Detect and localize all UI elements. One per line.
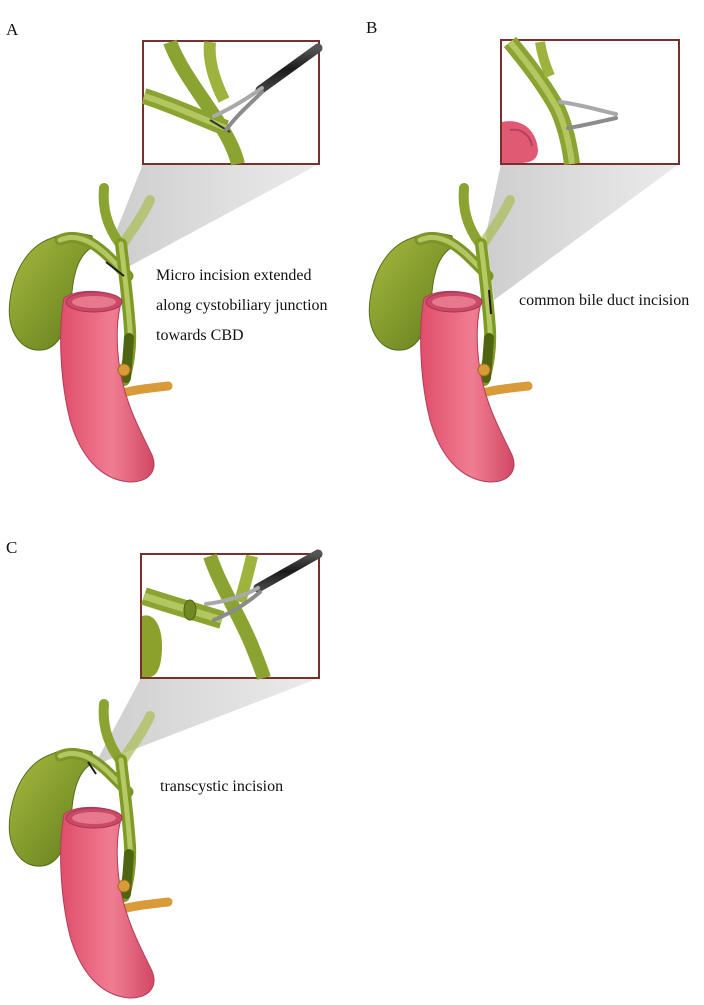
- caption-b: common bile duct incision: [519, 286, 689, 316]
- magnifier-cone-a: [115, 164, 319, 268]
- caption-a-line-1: Micro incision extended: [156, 267, 312, 284]
- panel-label-c: C: [6, 538, 18, 557]
- panel-label-b: B: [366, 18, 378, 37]
- caption-c-line-1: transcystic incision: [160, 778, 284, 795]
- caption-a-line-3: towards CBD: [156, 327, 244, 344]
- inset-c: [140, 549, 323, 681]
- incision-mark-a: [105, 261, 125, 277]
- inset-a: [141, 39, 323, 166]
- panel-b: [369, 36, 680, 482]
- panel-label-a: A: [6, 20, 19, 39]
- caption-c: transcystic incision: [160, 772, 283, 802]
- magnifier-cone-c: [94, 678, 319, 766]
- incision-mark-c: [87, 761, 97, 775]
- inset-b: [500, 36, 680, 166]
- panel-c: [9, 549, 323, 998]
- caption-a: Micro incision extended along cystobilia…: [156, 261, 328, 351]
- caption-b-line-1: common bile duct incision: [519, 292, 690, 309]
- anatomy-c: [9, 704, 168, 998]
- panel-a: [9, 39, 323, 482]
- caption-a-line-2: along cystobiliary junction: [156, 297, 328, 314]
- magnifier-cone-b: [486, 164, 679, 300]
- incision-mark-b: [488, 289, 492, 315]
